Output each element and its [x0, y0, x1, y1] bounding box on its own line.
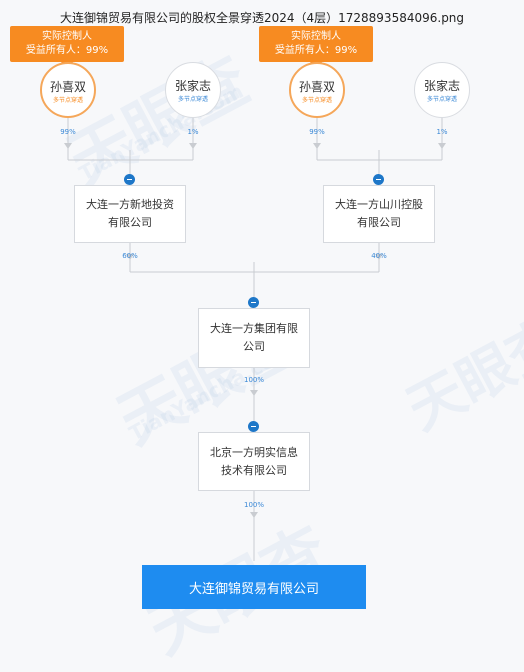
share-percent: 100% [243, 501, 264, 509]
badge-line1: 实际控制人 [291, 31, 341, 42]
share-percent: 40% [371, 252, 387, 260]
badge-line2: 受益所有人：99% [25, 45, 109, 56]
badge-line1: 实际控制人 [42, 31, 92, 42]
person-name: 张家志 [423, 79, 460, 93]
collapse-icon[interactable] [373, 174, 384, 185]
company-name: 北京一方明实信息技术有限公司 [210, 445, 298, 477]
share-percent: 100% [243, 376, 264, 384]
company-node-left[interactable]: 大连一方新地投资有限公司 [74, 185, 186, 243]
person-tag: 多节点穿透 [301, 97, 332, 104]
company-name: 大连一方集团有限公司 [210, 322, 298, 353]
controller-badge: 实际控制人 受益所有人：99% [10, 26, 124, 62]
collapse-icon[interactable] [124, 174, 135, 185]
connector-lines [64, 118, 446, 561]
share-percent: 1% [187, 128, 199, 136]
person-node[interactable]: 张家志 多节点穿透 [165, 62, 221, 118]
page-title: 大连御锦贸易有限公司的股权全景穿透2024（4层）1728893584096.p… [59, 11, 465, 25]
target-company-name: 大连御锦贸易有限公司 [188, 581, 319, 597]
company-node-group[interactable]: 大连一方集团有限公司 [198, 308, 310, 368]
person-name: 张家志 [174, 79, 211, 93]
badge-line2: 受益所有人：99% [274, 45, 358, 56]
target-company-node[interactable]: 大连御锦贸易有限公司 [142, 565, 366, 609]
controller-badge: 实际控制人 受益所有人：99% [259, 26, 373, 62]
person-tag: 多节点穿透 [52, 97, 83, 104]
share-percent: 1% [436, 128, 448, 136]
person-node[interactable]: 张家志 多节点穿透 [414, 62, 470, 118]
company-name: 大连一方山川控股有限公司 [335, 198, 423, 229]
person-node[interactable]: 孙喜双 多节点穿透 [289, 62, 345, 118]
person-node[interactable]: 孙喜双 多节点穿透 [40, 62, 96, 118]
share-percent: 99% [309, 128, 325, 136]
person-tag: 多节点穿透 [426, 96, 457, 103]
company-node-right[interactable]: 大连一方山川控股有限公司 [323, 185, 435, 243]
company-node-beijing[interactable]: 北京一方明实信息技术有限公司 [198, 432, 310, 491]
collapse-icon[interactable] [248, 297, 259, 308]
company-name: 大连一方新地投资有限公司 [86, 198, 174, 229]
person-name: 孙喜双 [298, 80, 335, 94]
share-percent: 60% [122, 252, 138, 260]
collapse-icon[interactable] [248, 421, 259, 432]
person-tag: 多节点穿透 [177, 96, 208, 103]
person-name: 孙喜双 [49, 80, 86, 94]
share-percent: 99% [60, 128, 76, 136]
